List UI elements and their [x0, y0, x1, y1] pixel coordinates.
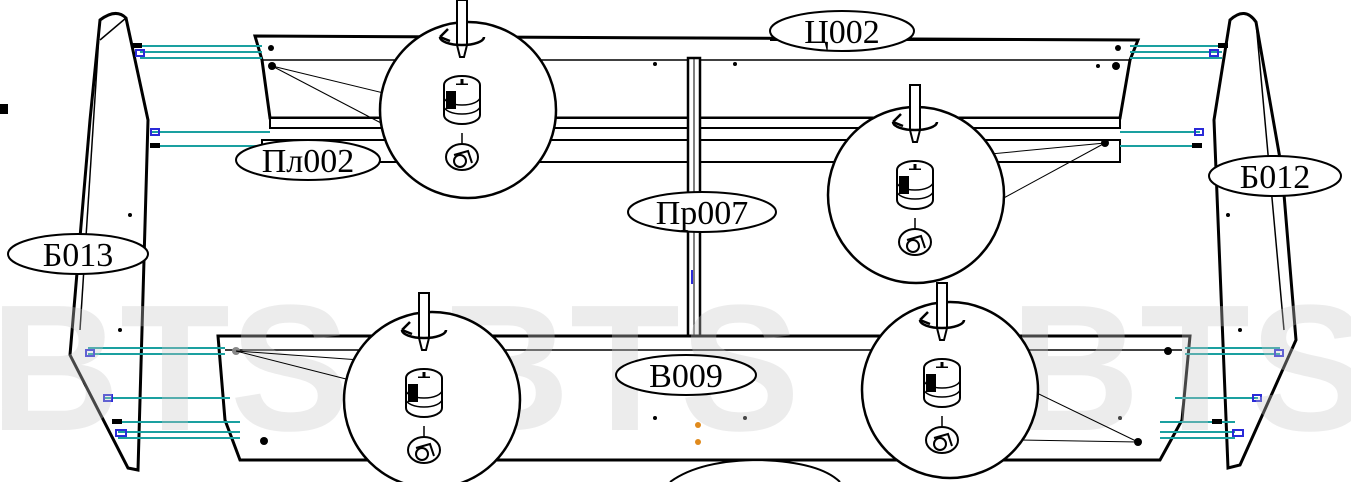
part-label: В009 — [649, 358, 723, 395]
watermark: BTS — [0, 268, 350, 469]
part-label: Б013 — [43, 237, 114, 274]
label-divider: Пр007 — [627, 191, 777, 233]
part-label: Б012 — [1240, 159, 1311, 196]
label-shelf: Пл002 — [235, 139, 381, 181]
connector-lines — [88, 45, 1280, 439]
detail-callout-bottom-left — [235, 291, 522, 482]
label-top-panel: Ц002 — [769, 10, 1136, 52]
label-front-panel: В009 — [615, 354, 757, 396]
part-label: Пр007 — [656, 195, 749, 232]
detail-callout-top-right — [826, 83, 1106, 285]
part-label: Пл002 — [262, 143, 355, 180]
detail-callout-bottom-right — [860, 281, 1139, 480]
detail-callout-top-left — [271, 0, 558, 200]
part-label: Ц002 — [804, 14, 880, 51]
cam-markers — [85, 49, 1284, 437]
screw-heads — [112, 43, 1228, 424]
watermark: BTS — [1010, 268, 1351, 469]
label-left-side: Б013 — [7, 233, 149, 275]
label-right-side: Б012 — [1208, 155, 1342, 197]
